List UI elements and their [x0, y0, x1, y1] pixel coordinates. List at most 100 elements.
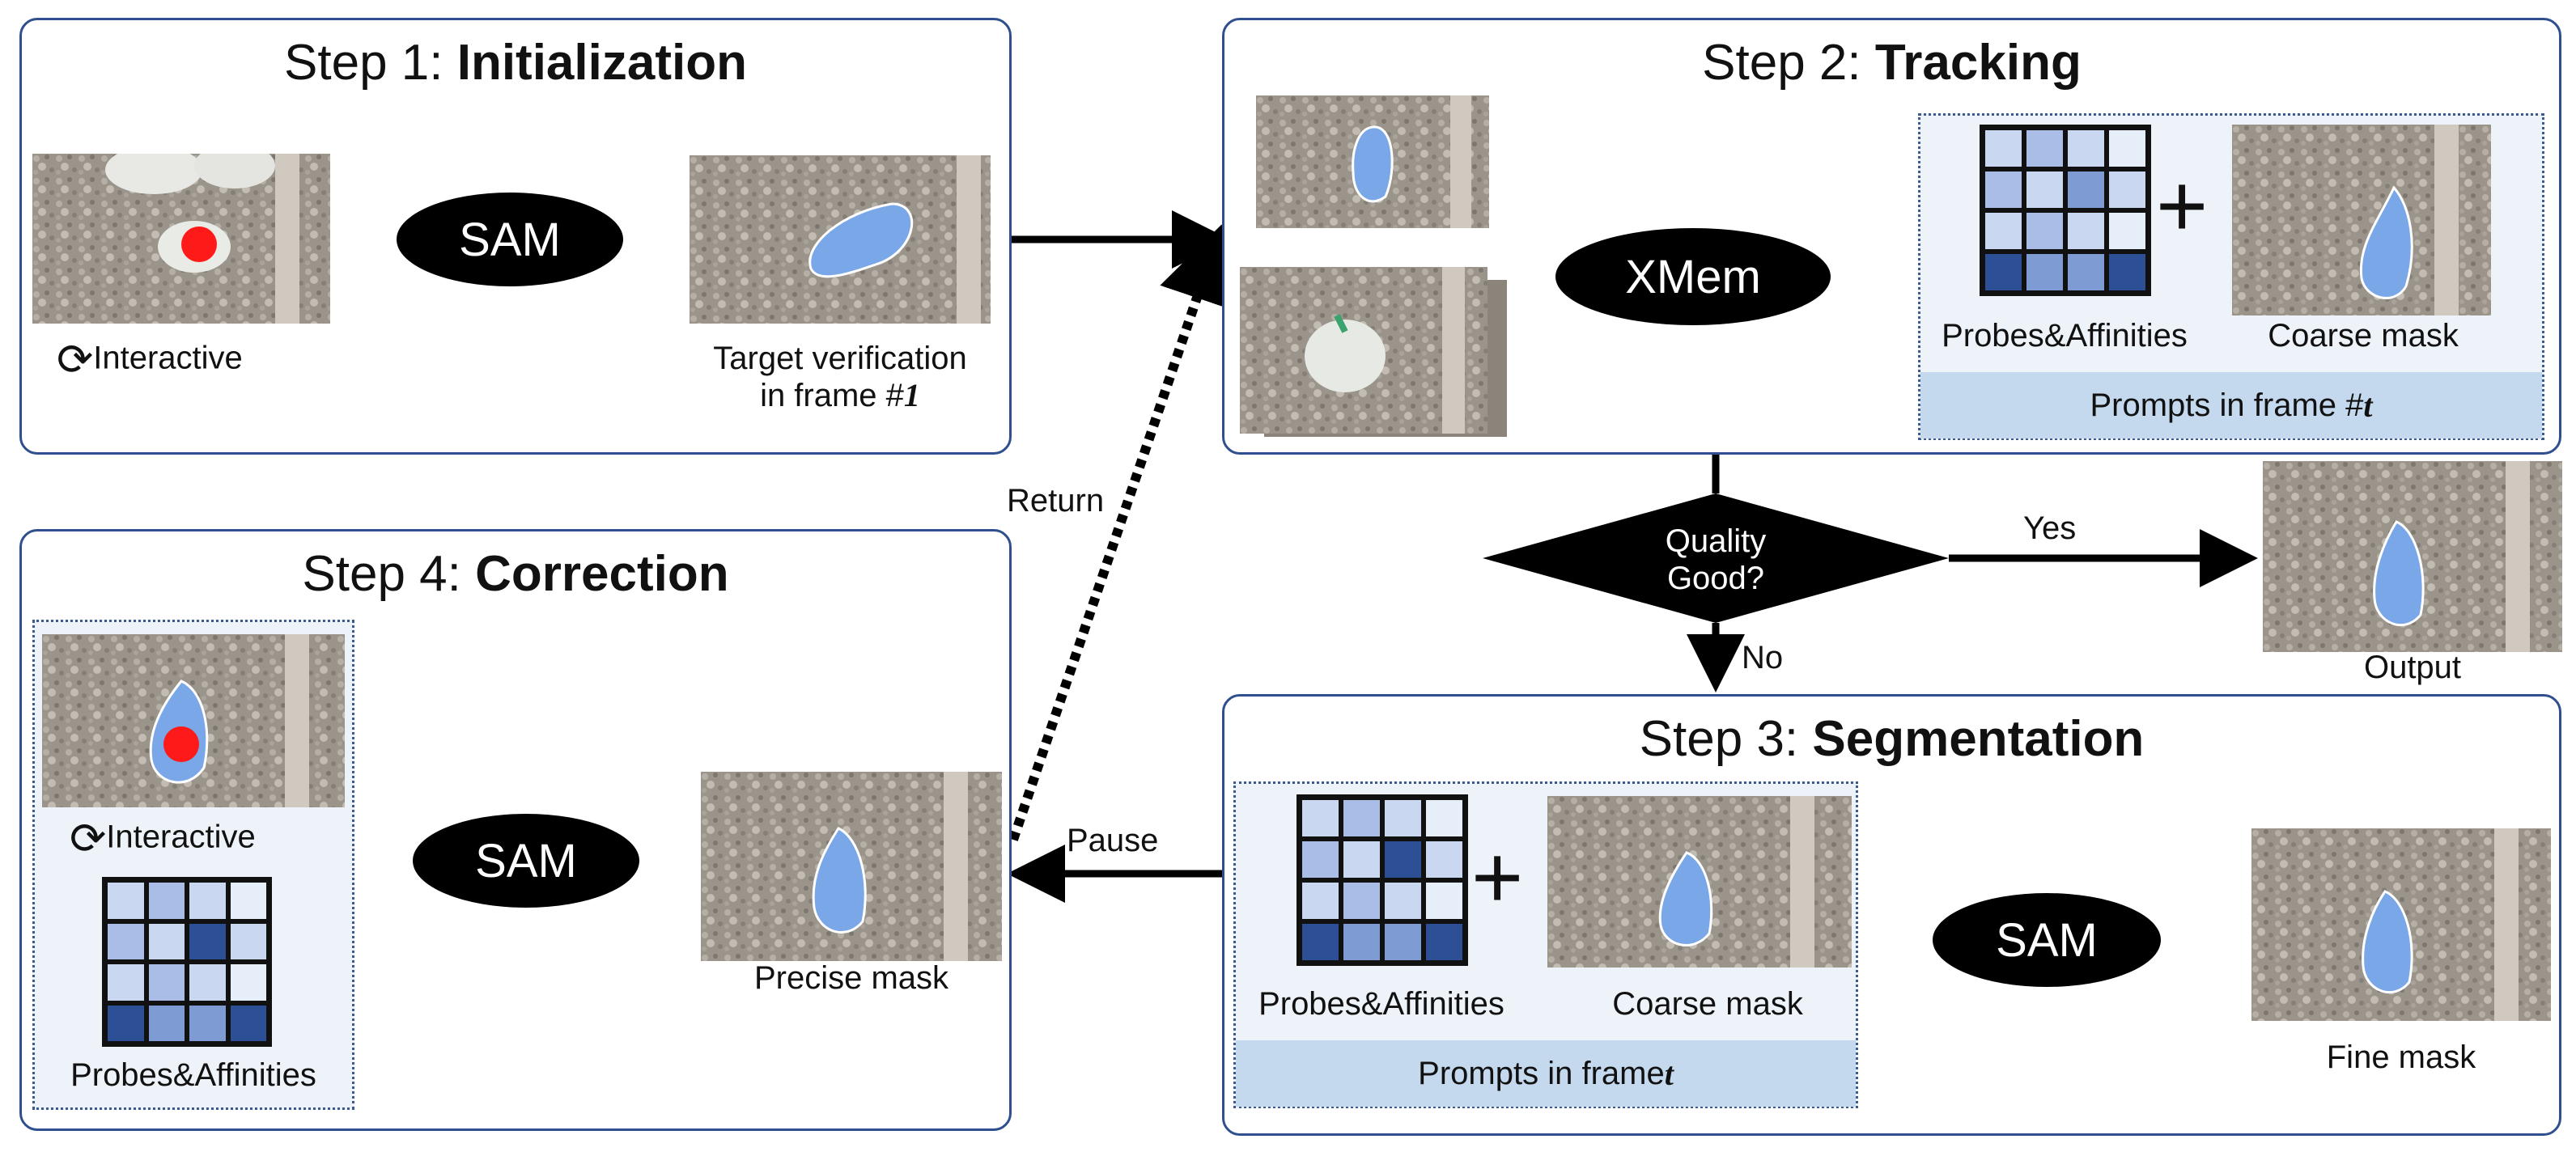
affinity-cell	[2024, 128, 2065, 169]
step2-prompts-text: Prompts in frame #	[2090, 387, 2364, 423]
step3-fine-label: Fine mask	[2326, 1040, 2476, 1075]
affinity-cell	[1300, 839, 1341, 880]
step2-frame2	[1240, 267, 1487, 434]
step4-interactive-text: Interactive	[106, 819, 256, 855]
affinity-cell	[2065, 169, 2107, 210]
affinity-cell	[227, 1002, 269, 1044]
affinity-cell	[1300, 880, 1341, 921]
affinity-cell	[2107, 169, 2148, 210]
no-label: No	[1742, 640, 1784, 675]
step4-click-point	[163, 726, 199, 762]
step2-affinity-grid	[1980, 125, 2151, 296]
step1-verify-line1: Target verification	[713, 341, 967, 376]
affinity-cell	[1983, 128, 2024, 169]
step3-plus: +	[1471, 828, 1524, 927]
step2-title: Step 2: Tracking	[1224, 38, 2559, 88]
affinity-cell	[146, 921, 187, 962]
affinity-cell	[2065, 128, 2107, 169]
step2-coarse-label: Coarse mask	[2268, 318, 2459, 354]
affinity-cell	[105, 1002, 146, 1044]
step4-precise-frame	[701, 772, 1002, 961]
step4-probes-label: Probes&Affinities	[70, 1057, 316, 1093]
yes-label: Yes	[2023, 510, 2077, 546]
step3-coarse-label: Coarse mask	[1612, 986, 1803, 1022]
affinity-cell	[105, 962, 146, 1003]
step1-verify-frame-num: 1	[903, 377, 920, 413]
affinity-cell	[105, 880, 146, 921]
affinity-cell	[2065, 210, 2107, 252]
step1-title-bold: Initialization	[456, 35, 747, 91]
step2-probes-label: Probes&Affinities	[1942, 318, 2188, 354]
step2-title-prefix: Step 2:	[1702, 35, 1875, 91]
step3-sam-node: SAM	[1933, 893, 2161, 987]
step3-probes-label: Probes&Affinities	[1258, 986, 1504, 1022]
affinity-cell	[2065, 252, 2107, 293]
step2-prompts-frame: t	[2363, 387, 2373, 424]
affinity-cell	[227, 962, 269, 1003]
decision-question-line1: Quality	[1665, 523, 1767, 559]
affinity-cell	[2024, 252, 2065, 293]
affinity-cell	[2024, 169, 2065, 210]
step3-prompts-text: Prompts in frame	[1418, 1055, 1665, 1091]
affinity-cell	[1424, 880, 1465, 921]
click-point	[181, 227, 217, 262]
affinity-cell	[1382, 921, 1424, 963]
step1-sam-node: SAM	[397, 193, 623, 286]
affinity-cell	[2107, 252, 2148, 293]
step1-verify-line2: in frame #	[760, 378, 904, 413]
refresh-icon: ⟳	[70, 815, 107, 863]
step3-prompts-band: Prompts in frame t	[1236, 1040, 1856, 1107]
affinity-cell	[2107, 210, 2148, 252]
step4-affinity-grid	[102, 877, 272, 1047]
decision-question: Quality Good?	[1602, 523, 1829, 597]
affinity-cell	[105, 921, 146, 962]
step4-title: Step 4: Correction	[22, 549, 1009, 599]
step1-title-prefix: Step 1:	[284, 35, 457, 91]
affinity-cell	[1424, 921, 1465, 963]
affinity-cell	[1983, 210, 2024, 252]
affinity-cell	[187, 962, 228, 1003]
step3-fine-frame	[2251, 828, 2551, 1021]
affinity-cell	[1382, 880, 1424, 921]
step3-title-bold: Segmentation	[1812, 711, 2145, 767]
affinity-cell	[1341, 880, 1382, 921]
affinity-cell	[146, 880, 187, 921]
affinity-cell	[227, 880, 269, 921]
step3-affinity-grid	[1296, 794, 1468, 966]
refresh-icon: ⟳	[57, 336, 94, 384]
step3-coarse-frame	[1547, 796, 1852, 968]
arrow-return	[1008, 224, 1234, 841]
step2-xmem-node: XMem	[1555, 228, 1831, 325]
step3-title: Step 3: Segmentation	[1224, 714, 2559, 764]
affinity-cell	[1300, 921, 1341, 963]
affinity-cell	[187, 1002, 228, 1044]
affinity-cell	[1341, 921, 1382, 963]
step1-input-frame	[32, 154, 330, 324]
pause-label: Pause	[1067, 823, 1159, 858]
affinity-cell	[1300, 798, 1341, 839]
step3-title-prefix: Step 3:	[1639, 711, 1813, 767]
affinity-cell	[2107, 128, 2148, 169]
output-frame	[2263, 461, 2562, 652]
step2-plus: +	[2156, 156, 2209, 256]
affinity-cell	[187, 921, 228, 962]
step1-mask	[808, 202, 914, 278]
affinity-cell	[146, 1002, 187, 1044]
affinity-cell	[1382, 798, 1424, 839]
step4-title-prefix: Step 4:	[302, 546, 476, 602]
step4-sam-node: SAM	[413, 814, 639, 908]
step2-prompts-band: Prompts in frame #t	[1920, 372, 2542, 438]
affinity-cell	[1341, 798, 1382, 839]
affinity-cell	[1382, 839, 1424, 880]
affinity-cell	[1983, 252, 2024, 293]
affinity-cell	[146, 962, 187, 1003]
step2-frame1	[1256, 95, 1489, 228]
step4-input-frame	[42, 634, 345, 807]
step1-interactive-text: Interactive	[93, 340, 243, 376]
return-label: Return	[1007, 483, 1105, 519]
step2-coarse-frame	[2232, 125, 2491, 315]
affinity-cell	[1341, 839, 1382, 880]
step1-verify-frame	[690, 155, 991, 324]
step4-title-bold: Correction	[475, 546, 729, 602]
step2-title-bold: Tracking	[1874, 35, 2082, 91]
